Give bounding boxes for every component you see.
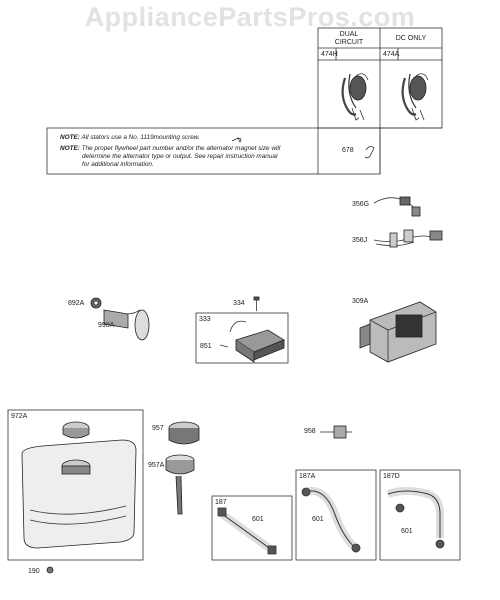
part-601-label-187a: 601 [312, 516, 324, 523]
assembly-333-drawing [219, 320, 285, 363]
fuel-line-187d-drawing [386, 487, 445, 549]
ignition-coil-309a-drawing [359, 301, 437, 363]
note-2-line3: for additional information. [82, 161, 154, 168]
part-187a-label: 187A [299, 473, 316, 480]
part-356j-label: 356J [352, 237, 368, 244]
nut-892a-drawing [90, 297, 102, 309]
harness-356g-drawing [373, 196, 421, 217]
fuel-tank-972a-drawing [21, 421, 137, 549]
part-474h-label: 474H [321, 51, 338, 58]
fuel-cap-957-drawing [168, 421, 200, 445]
fuel-tank-972a-frame [7, 409, 144, 561]
part-957a-label: 957A [148, 462, 165, 469]
harness-356j-drawing [373, 229, 443, 248]
part-187d-label: 187D [383, 473, 400, 480]
part-187-label: 187 [215, 499, 227, 506]
assembly-333-frame [195, 312, 289, 364]
part-356g-label: 356G [352, 201, 370, 208]
part-892a-label: 892A [68, 300, 85, 307]
fuel-line-187-frame [211, 495, 293, 561]
stator-474a-drawing [401, 73, 429, 121]
part-474a-label: 474A [383, 51, 400, 58]
part-333-label: 333 [199, 316, 211, 323]
note-2-line2: determine the alternator type or output.… [82, 153, 278, 160]
part-958-label: 958 [304, 428, 316, 435]
part-190-label: 190 [28, 568, 40, 575]
part-957-label: 957 [152, 425, 164, 432]
part-309a-label: 309A [352, 298, 369, 305]
clamp-190-drawing [46, 566, 54, 574]
note-2: NOTE: The proper flywheel part number an… [60, 145, 281, 152]
screw-334-drawing [253, 296, 260, 311]
part-851-label: 851 [200, 343, 212, 350]
note-1: NOTE: All stators use a No. 1119mounting… [60, 134, 200, 141]
part-678-label: 678 [342, 147, 354, 154]
fuel-line-187d-frame [379, 469, 461, 561]
fuel-line-187a-frame [295, 469, 377, 561]
fuel-line-187a-drawing [301, 487, 361, 554]
part-990a-label: 990A [98, 322, 115, 329]
part-601-label-187d: 601 [401, 528, 413, 535]
notes-frame [46, 127, 381, 175]
part-972a-label: 972A [11, 413, 28, 420]
screw-icon [231, 137, 242, 144]
clip-678-drawing [364, 146, 375, 159]
watermark: AppliancePartsPros.com [84, 2, 416, 32]
part-334-label: 334 [233, 300, 245, 307]
part-601-label-187: 601 [252, 516, 264, 523]
knob-990a-drawing [103, 309, 150, 341]
header-dc-only: DC ONLY [395, 35, 427, 42]
header-dual-line1: DUAL [339, 31, 359, 38]
fuel-cap-957a-drawing [165, 454, 195, 515]
fuel-filter-958-drawing [320, 425, 352, 439]
stator-474h-drawing [341, 73, 369, 121]
fuel-line-187-drawing [217, 507, 277, 555]
header-dual-line2: CIRCUIT [334, 39, 364, 46]
